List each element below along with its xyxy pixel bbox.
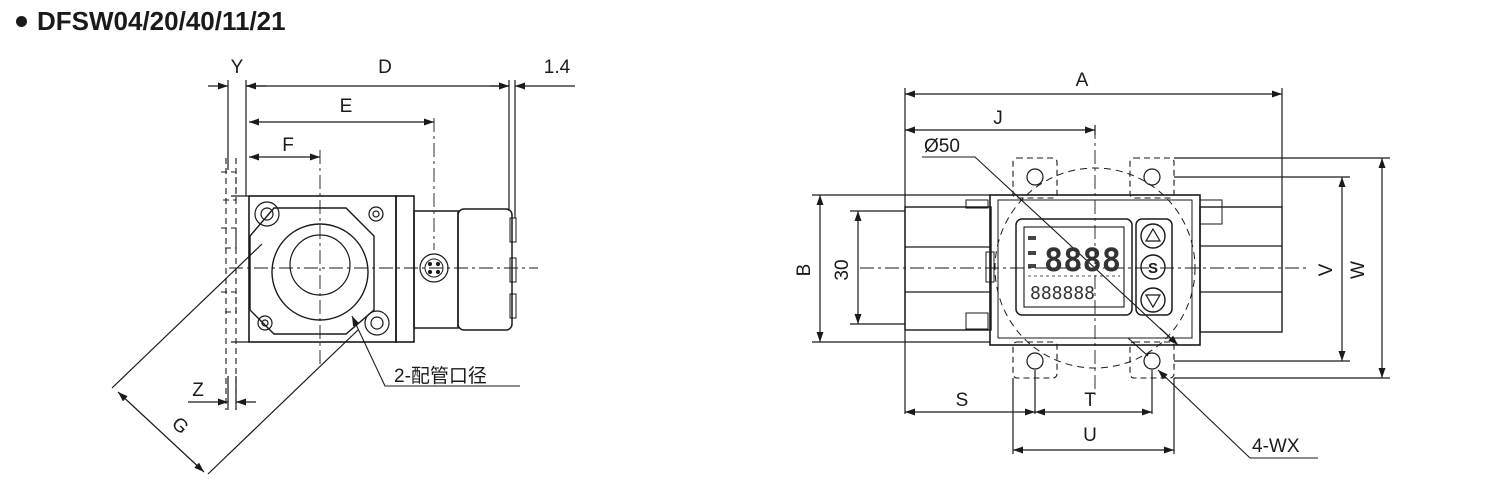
display-screen bbox=[1023, 226, 1125, 308]
side-bolt bbox=[257, 315, 273, 331]
display-sub-readout: 888888 bbox=[1030, 283, 1095, 304]
dim-30-label: 30 bbox=[832, 259, 853, 280]
mount-hole bbox=[1026, 352, 1044, 370]
dim-u-label: U bbox=[1083, 425, 1097, 446]
dim-g-label: G bbox=[167, 413, 192, 438]
side-bolt bbox=[254, 201, 280, 227]
front-pipe-left bbox=[904, 206, 992, 331]
dim-v-label: V bbox=[1316, 263, 1337, 276]
port-callout-label: 2-配管口径 bbox=[394, 365, 487, 387]
front-view bbox=[812, 88, 1390, 459]
display-bezel bbox=[1015, 218, 1133, 316]
side-bolt bbox=[368, 206, 384, 222]
mount-hole bbox=[1143, 352, 1161, 370]
side-view bbox=[111, 80, 575, 475]
dim-s-label: S bbox=[956, 390, 969, 411]
button-set bbox=[1140, 254, 1166, 280]
dim-e-label: E bbox=[340, 96, 353, 117]
button-down bbox=[1140, 287, 1166, 313]
dim-w-label: W bbox=[1348, 261, 1369, 279]
dim-f-label: F bbox=[282, 135, 294, 156]
dim-y-label: Y bbox=[231, 57, 244, 78]
dim-j-label: J bbox=[993, 108, 1003, 129]
display-main-readout: 8888 bbox=[1044, 241, 1121, 279]
dim-a-label: A bbox=[1076, 70, 1089, 91]
page-title: DFSW04/20/40/11/21 bbox=[16, 6, 286, 37]
hole-callout-label: 4-WX bbox=[1252, 436, 1300, 457]
dim-gap-label: 1.4 bbox=[544, 57, 571, 78]
dim-z-label: Z bbox=[192, 380, 204, 401]
side-bolt bbox=[364, 310, 390, 336]
side-flange bbox=[249, 207, 375, 335]
side-rear-plate bbox=[395, 195, 415, 343]
dim-d-label: D bbox=[378, 57, 392, 78]
side-cylinder-2 bbox=[457, 208, 513, 331]
dim-diameter-label: Ø50 bbox=[924, 136, 960, 157]
front-pipe-right bbox=[1199, 206, 1283, 333]
title-text: DFSW04/20/40/11/21 bbox=[37, 6, 286, 36]
mount-hole bbox=[1026, 168, 1044, 186]
button-panel bbox=[1135, 218, 1173, 316]
button-up bbox=[1140, 223, 1166, 249]
bullet-icon bbox=[16, 16, 27, 27]
mount-hole bbox=[1143, 168, 1161, 186]
dim-t-label: T bbox=[1084, 390, 1096, 411]
button-set-label: S bbox=[1148, 260, 1158, 277]
dim-b-label: B bbox=[794, 264, 815, 277]
